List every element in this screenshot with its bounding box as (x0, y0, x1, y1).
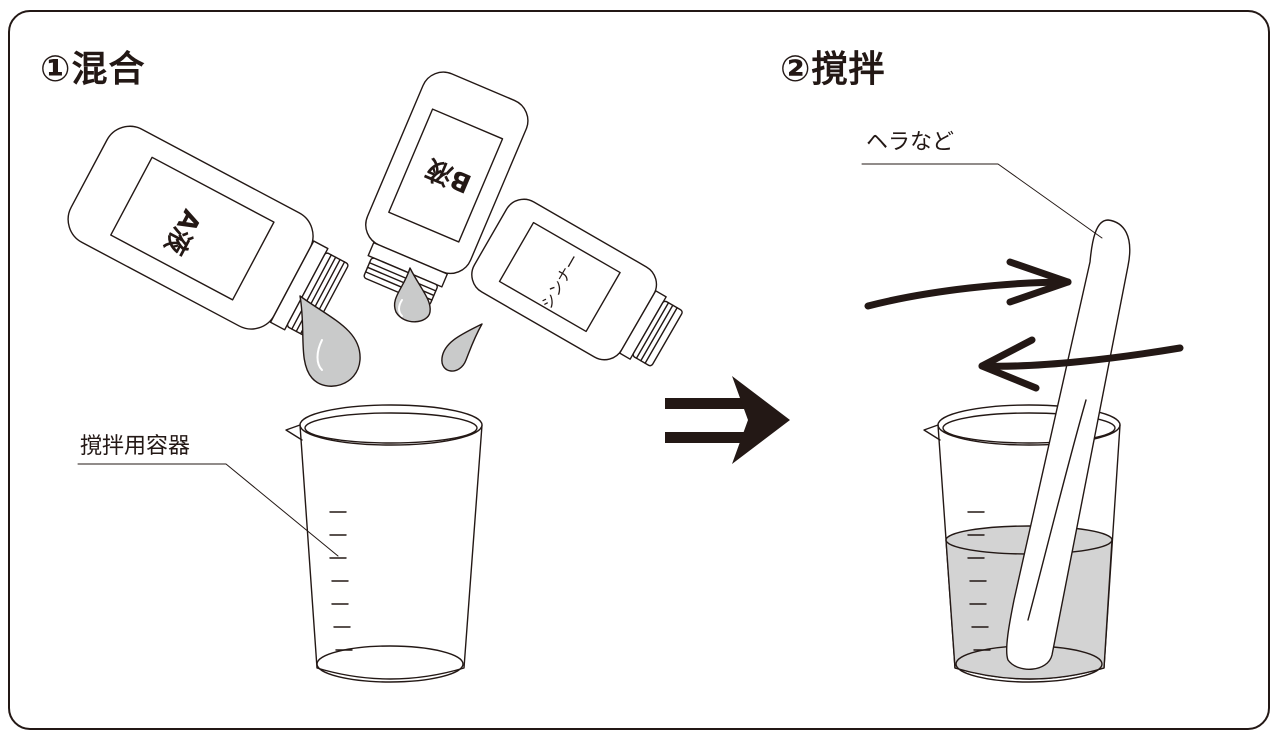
mixing-container-callout: 撹拌用容器 (80, 434, 191, 459)
spatula-callout-leader (861, 163, 1103, 239)
mixing-diagram-illustration: A液 B液 シンナー (67, 71, 1184, 683)
drop-b-icon (393, 267, 431, 323)
drop-a-icon (299, 295, 361, 387)
bottle-b-icon (363, 71, 529, 306)
spatula-icon (1005, 219, 1131, 670)
spatula-callout: ヘラなど (866, 130, 955, 155)
step-2-title: ②撹拌 (780, 49, 886, 90)
measuring-cup-empty-icon (285, 404, 483, 683)
bottle-a-icon (67, 125, 349, 339)
drop-thinner-icon (441, 323, 483, 372)
double-arrow-right-icon (665, 376, 790, 464)
thinner-bottle-icon (471, 198, 683, 367)
step-1-title: ①混合 (40, 49, 146, 90)
stir-arrows-icon (864, 258, 1184, 392)
container-callout-leader (77, 463, 339, 557)
